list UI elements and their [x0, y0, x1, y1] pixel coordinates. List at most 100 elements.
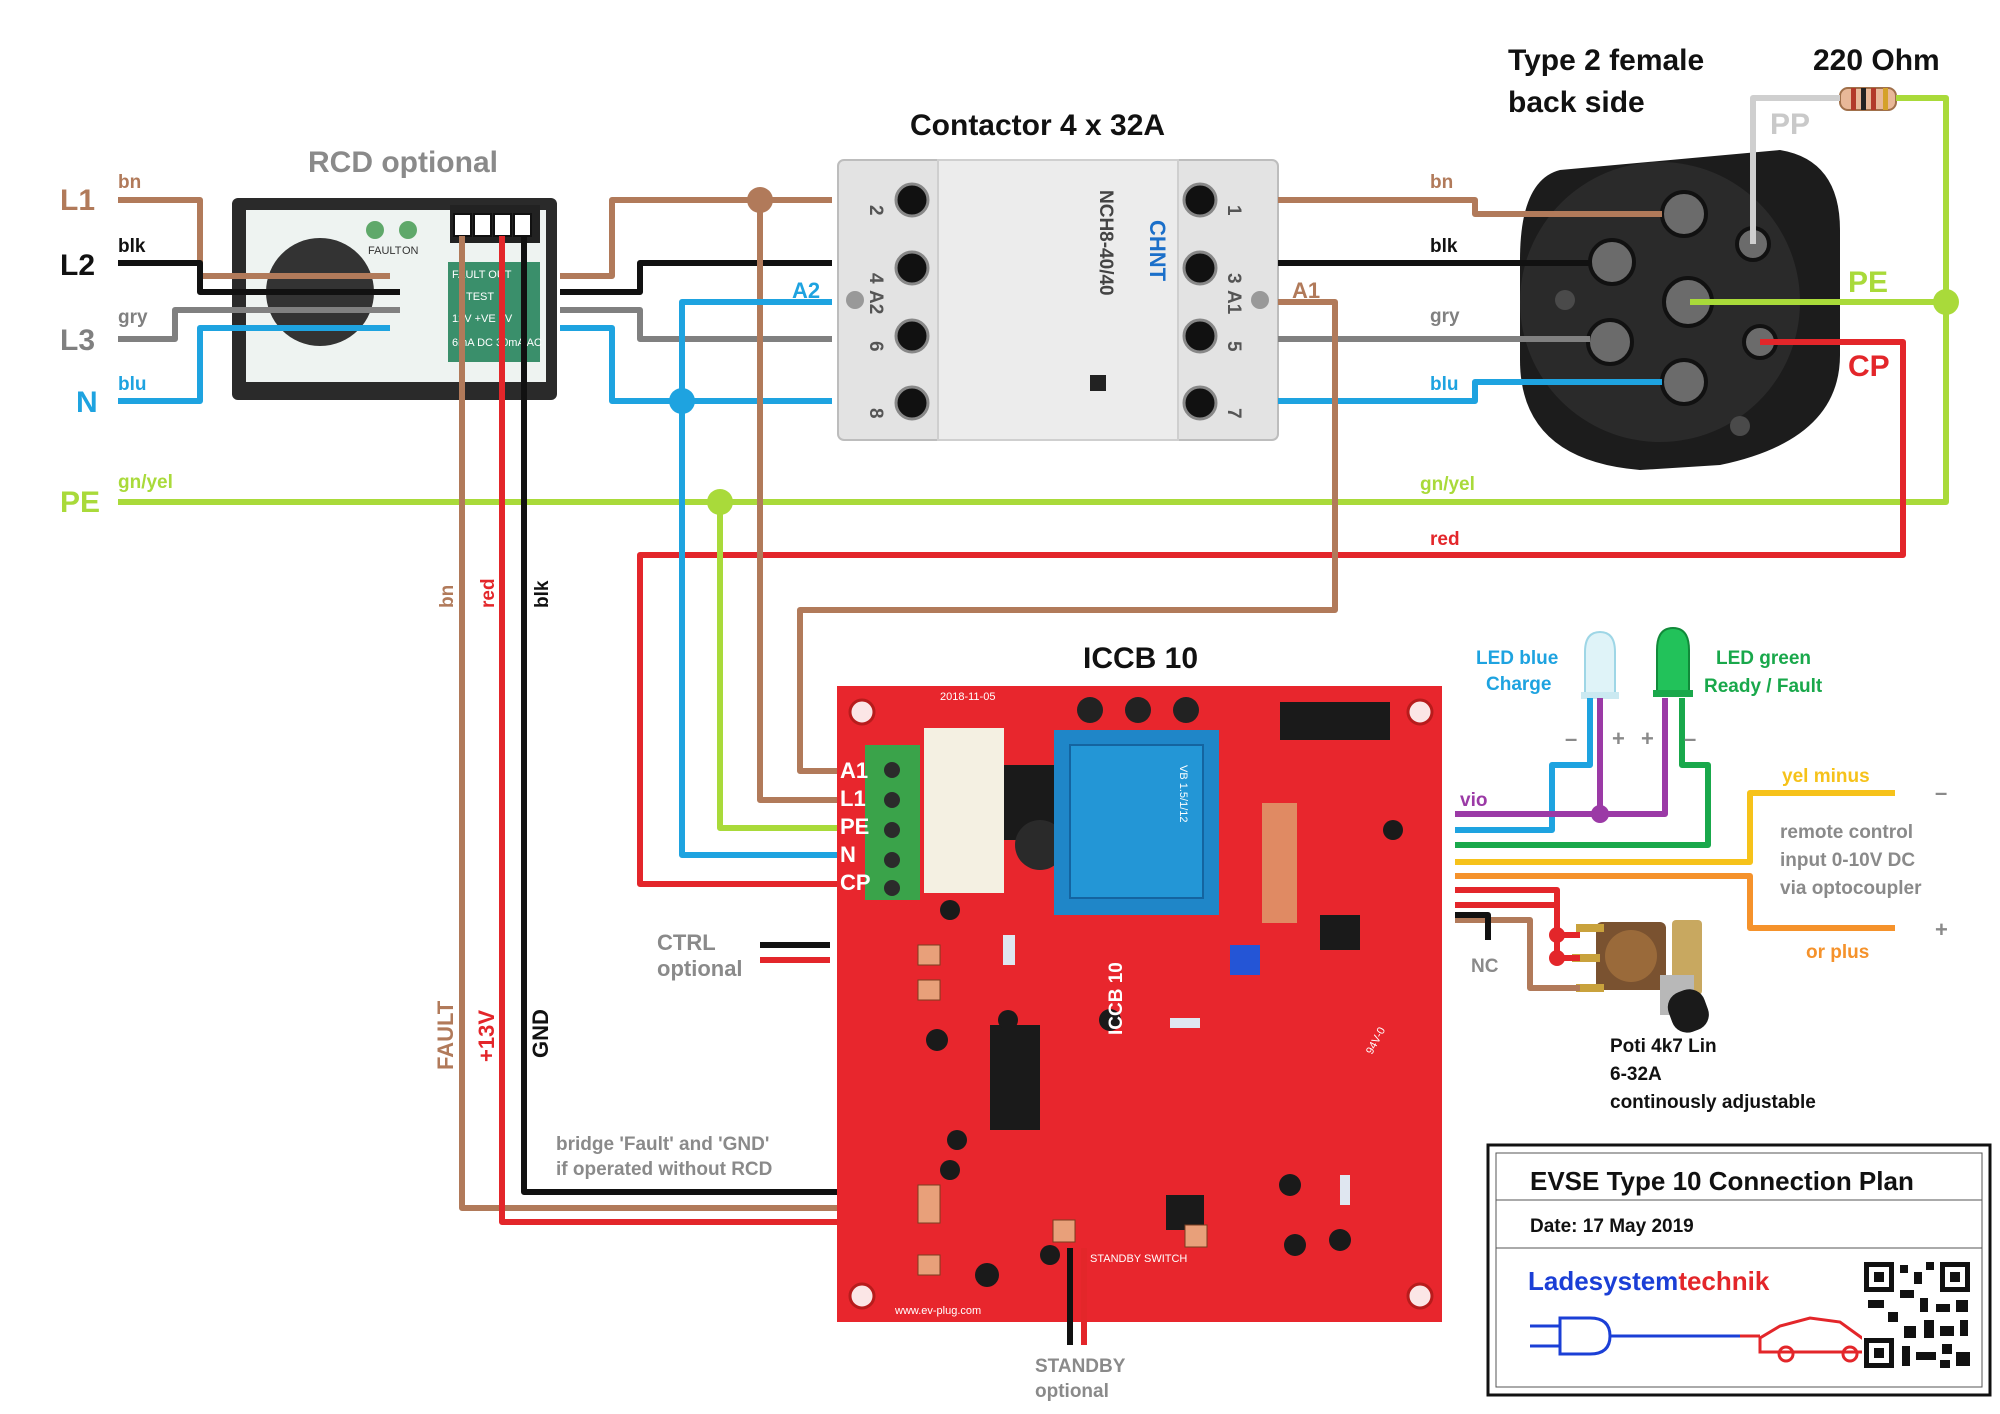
- led-blue-line1: LED blue: [1476, 648, 1558, 669]
- ctrl-wire-13v: +13V: [474, 1010, 499, 1062]
- socket-title-line1: Type 2 female: [1508, 44, 1704, 77]
- remote-line2: input 0-10V DC: [1780, 850, 1915, 871]
- ctrl-wire-blk: blk: [532, 580, 553, 608]
- junction-vio: [1591, 805, 1609, 823]
- junction-poti-2: [1549, 950, 1565, 966]
- junction-n: [669, 388, 695, 414]
- potentiometer-icon: [1572, 920, 1709, 1033]
- socket-wire-bn: bn: [1430, 172, 1453, 193]
- poti-line2: 6-32A: [1610, 1064, 1662, 1085]
- poti-line3: continously adjustable: [1610, 1092, 1816, 1113]
- vio-label: vio: [1460, 790, 1487, 811]
- led-green-plus: +: [1641, 726, 1654, 751]
- led-blue-icon: [1581, 630, 1619, 699]
- ctrl-label-line1: CTRL: [657, 930, 716, 955]
- wire-label-blu: blu: [118, 374, 147, 395]
- label-n: N: [76, 386, 98, 419]
- board-transformer-silk: VB 1.5/1/12: [1177, 765, 1189, 823]
- rcd-voltage-label: 12V +VE 0V: [452, 313, 513, 325]
- resistor-icon: [1839, 87, 1897, 111]
- label-l1: L1: [60, 184, 95, 217]
- wire-label-blk: blk: [118, 236, 146, 257]
- board-terminal-cp: CP: [840, 870, 871, 895]
- type2-socket: [1520, 150, 1840, 470]
- contactor-pin-4: 4: [865, 273, 886, 284]
- remote-minus: –: [1935, 780, 1947, 805]
- label-pe: PE: [60, 486, 100, 519]
- led-green-icon: [1653, 626, 1693, 697]
- rcd-spec-label: 6mA DC 30mA AC: [452, 337, 542, 349]
- contactor-brand: CHNT: [1145, 220, 1170, 282]
- rcd-test-label: TEST: [466, 291, 494, 303]
- remote-line3: via optocoupler: [1780, 878, 1922, 899]
- socket-wire-gnyel: gn/yel: [1420, 474, 1475, 495]
- contactor-pin-3: 3: [1223, 273, 1244, 284]
- title-block: EVSE Type 10 Connection Plan Date: 17 Ma…: [1486, 1143, 1992, 1397]
- board-terminal-l1: L1: [840, 786, 866, 811]
- contactor-coil-a1: A1: [1223, 290, 1244, 315]
- contactor-pin-1: 1: [1223, 205, 1244, 216]
- led-blue-plus: +: [1612, 726, 1625, 751]
- socket-wire-blk: blk: [1430, 236, 1458, 257]
- nc-label: NC: [1471, 956, 1499, 977]
- remote-line1: remote control: [1780, 822, 1913, 843]
- label-l2: L2: [60, 249, 95, 282]
- bridge-note-line2: if operated without RCD: [556, 1159, 772, 1180]
- board-silk-name: ICCB 10: [1106, 962, 1127, 1035]
- led-blue-line2: Charge: [1486, 674, 1551, 695]
- label-l3: L3: [60, 324, 95, 357]
- socket-wire-red: red: [1430, 529, 1460, 550]
- contactor-pin-8: 8: [865, 408, 886, 419]
- title-block-date: Date: 17 May 2019: [1530, 1216, 1694, 1237]
- board-silk-web: www.ev-plug.com: [894, 1305, 981, 1317]
- board-terminal-a1: A1: [840, 758, 868, 783]
- led-green-minus: –: [1684, 726, 1696, 751]
- bridge-note-line1: bridge 'Fault' and 'GND': [556, 1134, 769, 1155]
- qr-code-icon: [1862, 1260, 1972, 1370]
- contactor-pin-7: 7: [1223, 408, 1244, 419]
- socket-pe-label: PE: [1848, 266, 1888, 299]
- ctrl-wire-gnd: GND: [528, 1009, 553, 1058]
- rcd-on-led-label: ON: [402, 245, 419, 257]
- board-title: ICCB 10: [1083, 642, 1198, 675]
- led-blue-minus: –: [1565, 726, 1577, 751]
- poti-line1: Poti 4k7 Lin: [1610, 1036, 1717, 1057]
- rcd-terminal-label: FAULT OUT: [452, 269, 512, 281]
- socket-title-line2: back side: [1508, 86, 1645, 119]
- contactor-label-a1: A1: [1292, 278, 1320, 303]
- remote-plus: +: [1935, 917, 1948, 942]
- socket-pp-label: PP: [1770, 108, 1810, 141]
- rcd-module: FAULT ON FAULT OUT TEST 12V +VE 0V 6mA D…: [232, 198, 557, 400]
- contactor-title: Contactor 4 x 32A: [910, 109, 1165, 142]
- junction-dots: [669, 187, 1959, 966]
- remote-or-plus: or plus: [1806, 942, 1869, 963]
- plug-icon: [1530, 1316, 1740, 1356]
- wire-label-gry: gry: [118, 307, 148, 328]
- board-silk-date: 2018-11-05: [940, 691, 995, 703]
- led-green-line1: LED green: [1716, 648, 1811, 669]
- rcd-title: RCD optional: [308, 146, 498, 179]
- contactor-body: CHNT NCH8-40/40 2 4 6 8 1 3 5 7 A2 A1: [837, 159, 1279, 441]
- junction-pe-socket: [1933, 289, 1959, 315]
- socket-wire-blu: blu: [1430, 374, 1459, 395]
- ctrl-wire-fault: FAULT: [433, 1000, 458, 1070]
- contactor-pin-5: 5: [1223, 341, 1244, 352]
- contactor-pin-2: 2: [865, 205, 886, 216]
- socket-cp-label: CP: [1848, 350, 1890, 383]
- ctrl-label-line2: optional: [657, 956, 743, 981]
- wire-label-bn: bn: [118, 172, 141, 193]
- wire-label-gnyel: gn/yel: [118, 472, 173, 493]
- title-block-title: EVSE Type 10 Connection Plan: [1530, 1166, 1914, 1196]
- board-terminal-n: N: [840, 842, 856, 867]
- wires: [118, 95, 1949, 1345]
- ctrl-wire-bn: bn: [437, 585, 458, 608]
- board-terminal-pe: PE: [840, 814, 869, 839]
- junction-l1: [747, 187, 773, 213]
- brand-logo-text: Ladesystemtechnik: [1528, 1266, 1770, 1296]
- socket-wire-gry: gry: [1430, 306, 1460, 327]
- contactor-label-a2: A2: [792, 278, 820, 303]
- junction-poti-1: [1549, 927, 1565, 943]
- led-green-line2: Ready / Fault: [1704, 676, 1823, 697]
- resistor-label: 220 Ohm: [1813, 44, 1940, 77]
